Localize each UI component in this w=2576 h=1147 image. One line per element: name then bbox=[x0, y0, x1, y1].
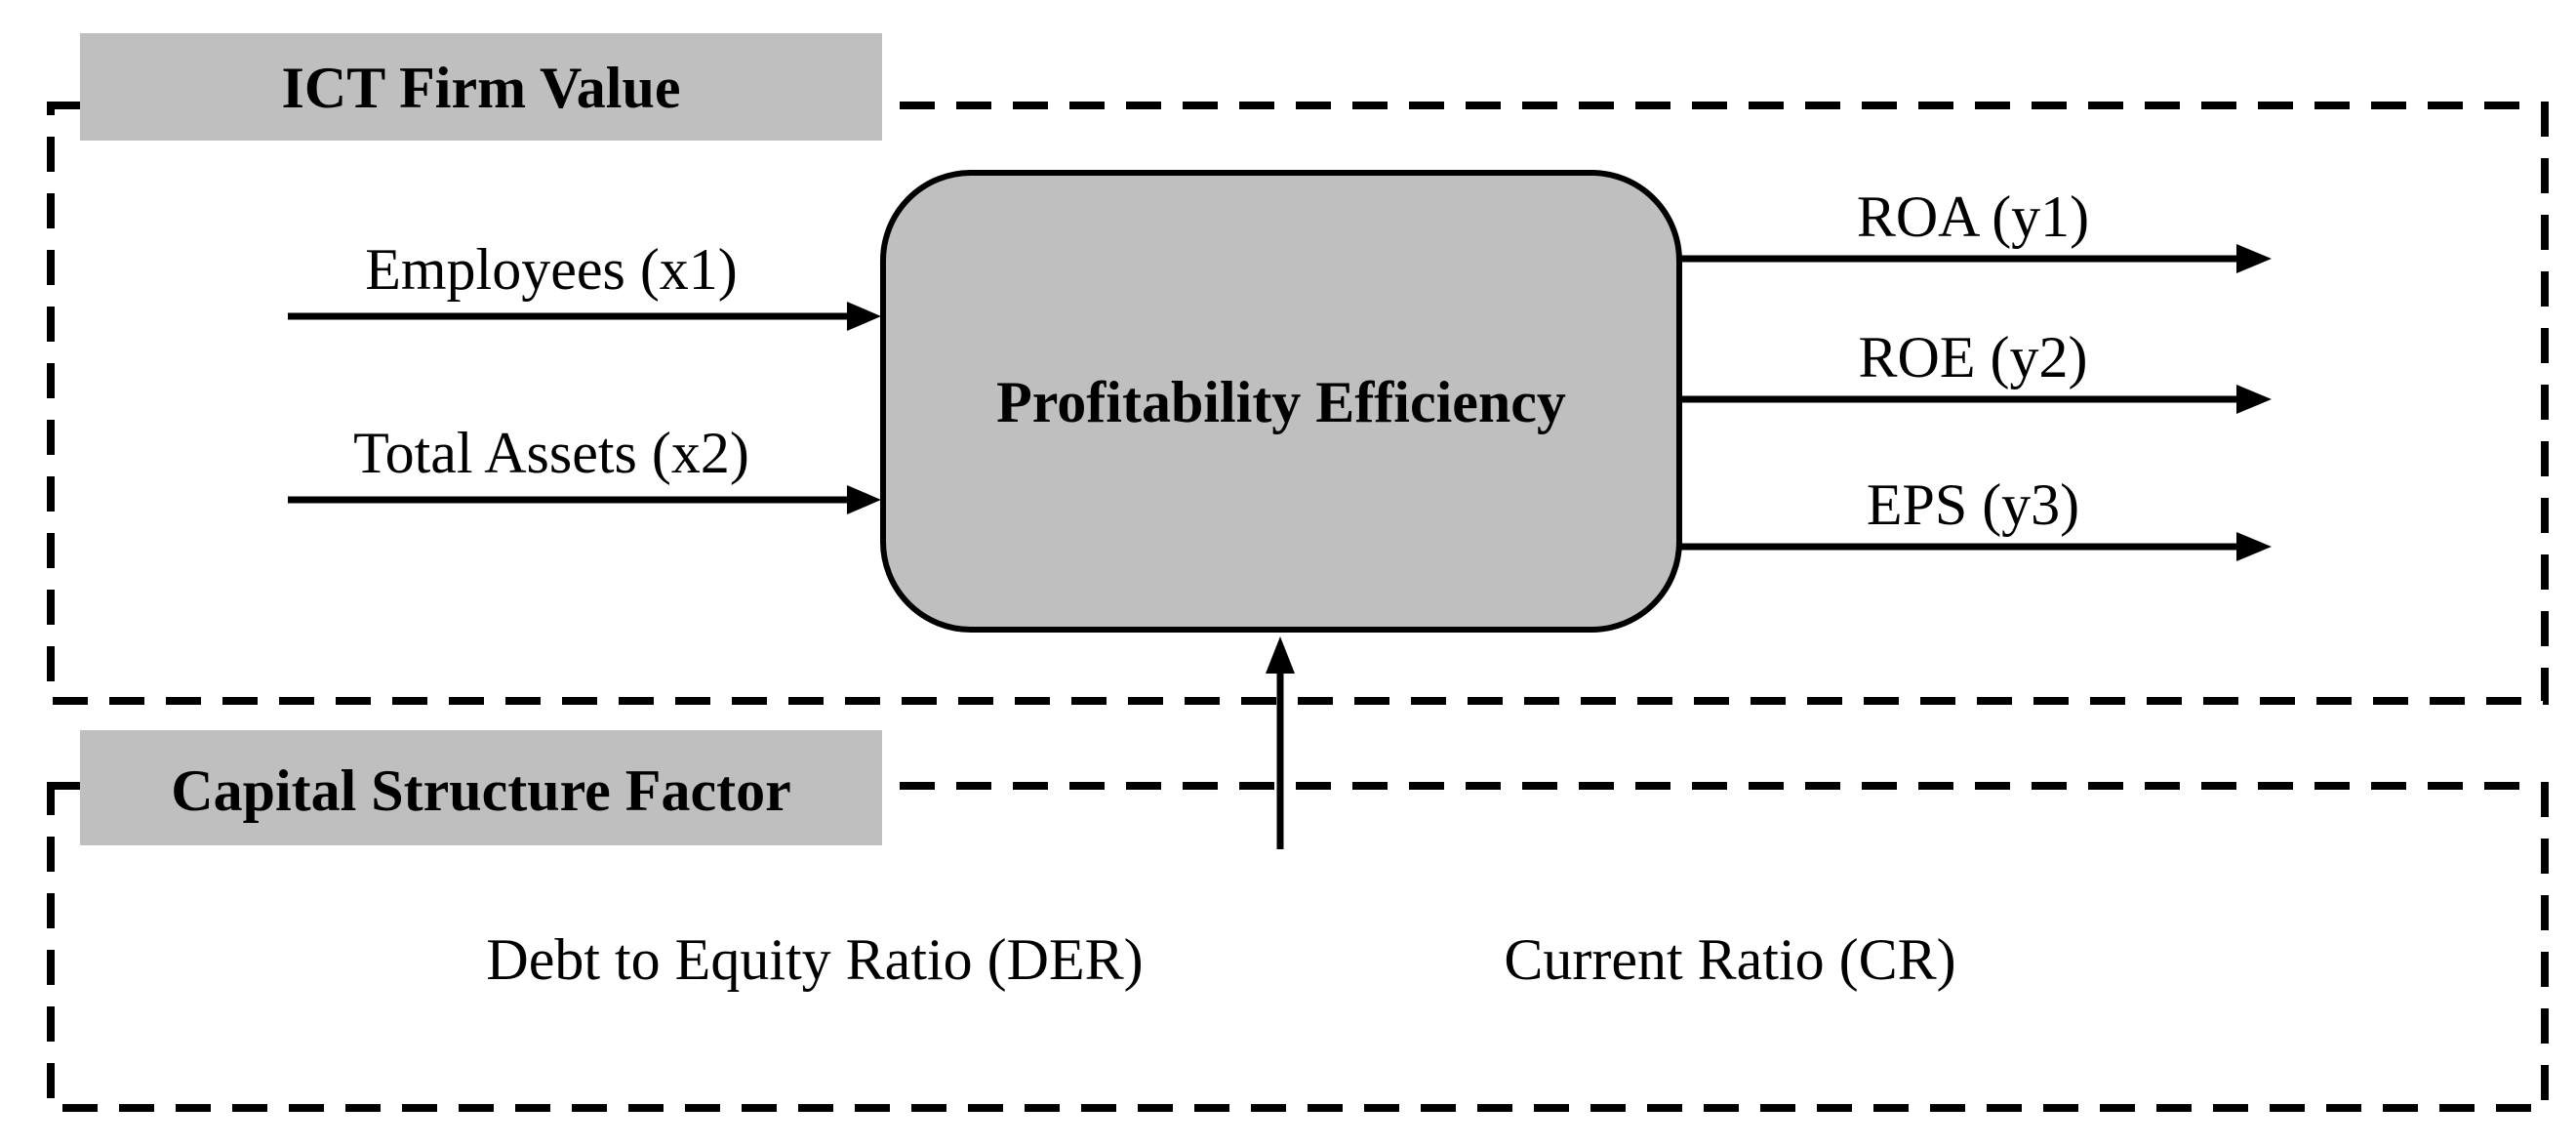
capital-structure-border bbox=[47, 782, 2549, 1112]
ict-firm-value-title: ICT Firm Value bbox=[282, 56, 681, 120]
input-arrow-employees: Employees (x1) bbox=[288, 237, 881, 331]
output-label-roa: ROA (y1) bbox=[1857, 184, 2089, 249]
capital-structure-title: Capital Structure Factor bbox=[171, 758, 790, 823]
input-arrow-total-assets: Total Assets (x2) bbox=[288, 421, 881, 514]
capital-structure-section: Capital Structure Factor Debt to Equity … bbox=[47, 730, 2549, 1112]
factor-label-cr: Current Ratio (CR) bbox=[1504, 927, 1955, 992]
profitability-efficiency-node: Profitability Efficiency bbox=[880, 170, 1682, 633]
ict-firm-value-section: ICT Firm Value bbox=[47, 33, 2549, 705]
output-arrow-roa: ROA (y1) bbox=[1679, 184, 2272, 273]
ict-firm-value-border bbox=[47, 102, 2549, 705]
moderator-arrow bbox=[1266, 636, 1295, 849]
profitability-efficiency-title: Profitability Efficiency bbox=[996, 370, 1566, 434]
factor-label-der: Debt to Equity Ratio (DER) bbox=[486, 927, 1143, 992]
capital-structure-label-bg bbox=[80, 730, 882, 845]
input-label-employees: Employees (x1) bbox=[365, 237, 738, 302]
ict-firm-value-label-bg bbox=[80, 33, 882, 141]
output-arrow-roe: ROE (y2) bbox=[1679, 325, 2272, 414]
output-label-eps: EPS (y3) bbox=[1867, 472, 2079, 537]
output-arrow-eps: EPS (y3) bbox=[1679, 472, 2272, 561]
output-label-roe: ROE (y2) bbox=[1859, 325, 2088, 389]
input-label-total-assets: Total Assets (x2) bbox=[353, 421, 749, 485]
